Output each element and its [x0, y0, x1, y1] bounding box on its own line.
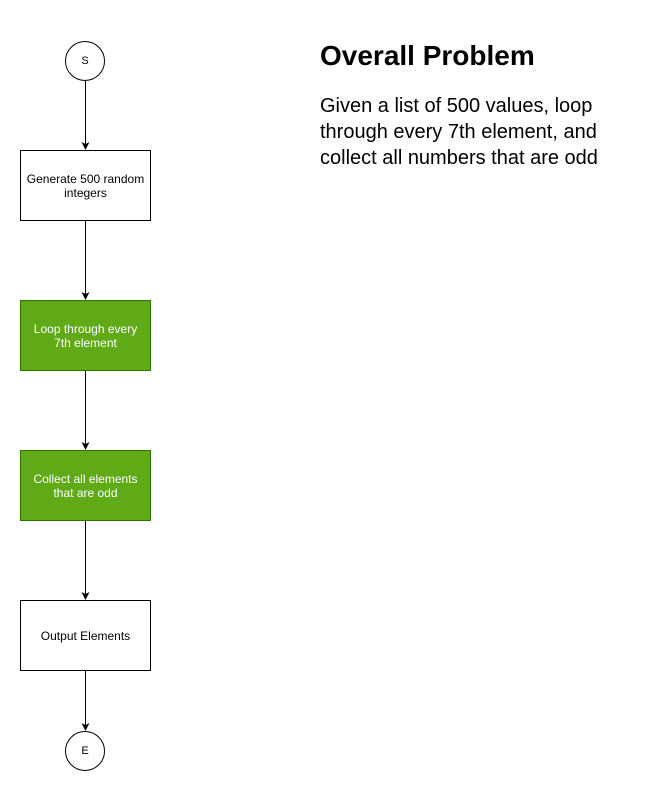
collect-odd-node: Collect all elements that are odd	[20, 450, 151, 521]
start-node: S	[65, 41, 105, 81]
start-node-label: S	[81, 55, 89, 67]
collect-odd-label: Collect all elements that are odd	[33, 471, 138, 500]
problem-description: Given a list of 500 values, loop through…	[320, 95, 598, 169]
generate-integers-node: Generate 500 random integers	[20, 150, 151, 221]
output-elements-node: Output Elements	[20, 600, 151, 671]
loop-every-7th-node: Loop through every 7th element	[20, 300, 151, 371]
output-elements-label: Output Elements	[40, 628, 131, 643]
end-node: E	[65, 731, 105, 771]
loop-every-7th-label: Loop through every 7th element	[33, 321, 138, 350]
problem-title: Overall Problem	[320, 40, 535, 71]
generate-integers-label: Generate 500 random integers	[26, 171, 145, 200]
end-node-label: E	[81, 745, 89, 757]
